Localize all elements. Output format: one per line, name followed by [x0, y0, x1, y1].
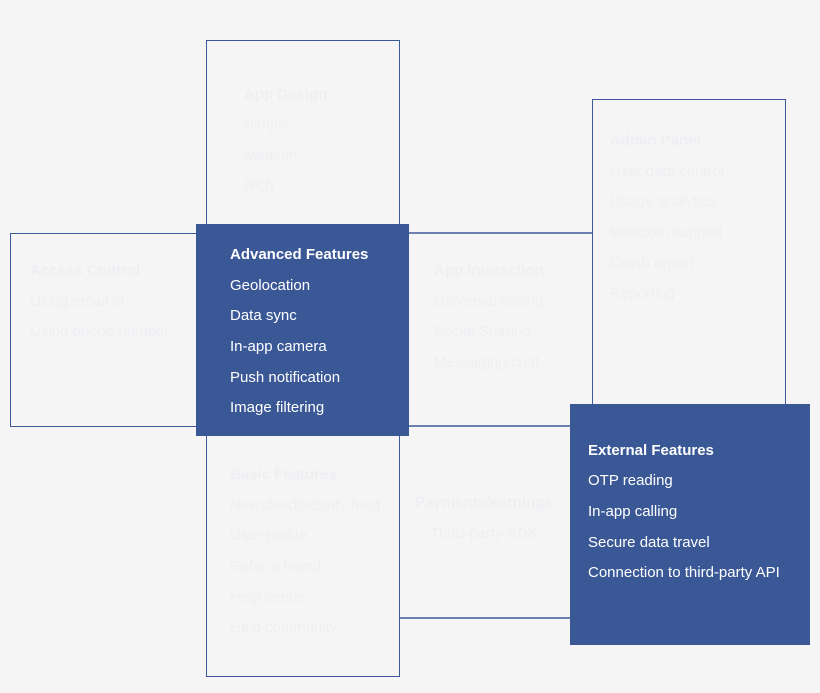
basic-features-item: Newsfeed/activity feed	[230, 497, 381, 514]
payments-title: Payments/earnings	[415, 494, 553, 511]
basic-features-item: Help center	[230, 589, 307, 606]
advanced-features-item: Data sync	[230, 307, 297, 324]
advanced-features-item: Push notification	[230, 369, 341, 386]
access-control-item: Using phone number	[30, 323, 170, 340]
advanced-features-item: Image filtering	[230, 399, 325, 416]
admin-panel-item: User data control	[610, 163, 725, 180]
advanced-features-item: Geolocation	[230, 277, 311, 294]
advanced-features-box	[196, 224, 409, 436]
advanced-features-title: Advanced Features	[230, 246, 369, 263]
payments-item: Third-party SDK	[430, 525, 538, 542]
advanced-features-item: In-app camera	[230, 338, 327, 355]
app-design-item: Medium	[244, 147, 298, 164]
app-design-title: App Design	[244, 86, 328, 103]
external-features-box	[570, 404, 810, 645]
app-design-box	[206, 40, 400, 236]
admin-panel-item: Usage analytics	[610, 193, 716, 210]
basic-features-title: Basic Features	[230, 466, 337, 483]
admin-panel-item: Reporting	[610, 285, 676, 302]
basic-features-item: Help community	[230, 619, 338, 636]
admin-panel-item: Crash report	[610, 255, 694, 272]
app-design-item: Simple	[244, 116, 290, 133]
app-interaction-item: Universal linking	[434, 293, 544, 310]
access-control-title: Access Control	[30, 262, 141, 279]
app-interaction-title: App Interaction	[434, 262, 545, 279]
admin-panel-item: Intercom support	[610, 224, 723, 241]
external-features-item: In-app calling	[588, 503, 678, 520]
admin-panel-title: Admin Panel	[610, 132, 701, 149]
basic-features-item: User profile	[230, 527, 307, 544]
access-control-item: Using email id	[30, 293, 125, 310]
app-interaction-item: Social Sharing	[434, 323, 531, 340]
app-design-item: Rich	[244, 177, 275, 194]
basic-features-item: Refer a friend	[230, 558, 321, 575]
app-interaction-item: Messaging/chat	[434, 354, 540, 371]
external-features-item: OTP reading	[588, 472, 673, 489]
external-features-title: External Features	[588, 442, 714, 459]
external-features-item: Secure data travel	[588, 534, 710, 551]
external-features-item: Connection to third-party API	[588, 564, 780, 581]
